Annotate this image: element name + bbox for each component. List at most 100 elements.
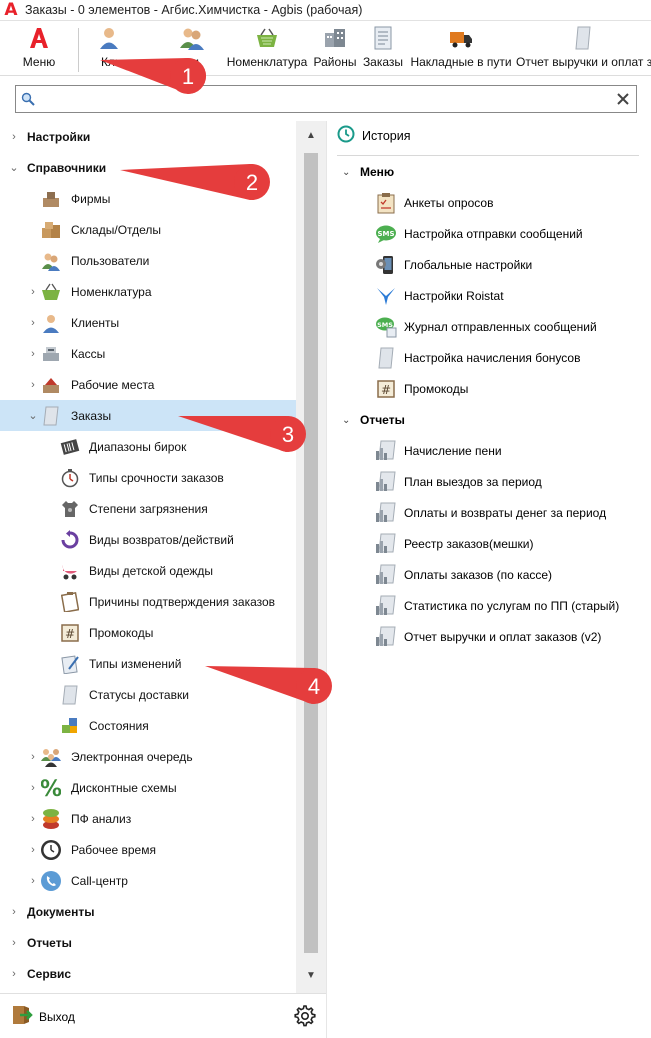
search-input[interactable] bbox=[38, 87, 612, 111]
tree-item-label: Электронная очередь bbox=[71, 749, 193, 764]
user-icon bbox=[40, 312, 62, 334]
tree-item-label: Виды детской одежды bbox=[89, 563, 214, 578]
menu-item-promocodes[interactable]: # Промокоды bbox=[375, 376, 468, 402]
scroll-up-button[interactable]: ▲ bbox=[306, 129, 316, 141]
svg-text:#: # bbox=[381, 383, 391, 397]
reports-section-header[interactable]: ⌄ Отчеты bbox=[342, 413, 405, 427]
tree-item-tag-ranges[interactable]: Диапазоны бирок bbox=[0, 431, 296, 462]
menu-item-label: Настройка начисления бонусов bbox=[404, 351, 581, 365]
tree-item-clients[interactable]: › Клиенты bbox=[0, 307, 296, 338]
toolbar-clients-button[interactable]: Клиенты bbox=[84, 25, 134, 73]
chevron-right-icon: › bbox=[31, 874, 35, 887]
tree-item-change-types[interactable]: Типы изменений bbox=[0, 648, 296, 679]
history-button[interactable]: История bbox=[337, 125, 410, 146]
tree-item-confirmation-reasons[interactable]: Причины подтверждения заказов bbox=[0, 586, 296, 617]
toolbar-orders-button[interactable]: Заказы bbox=[362, 25, 404, 73]
clear-search-button[interactable] bbox=[612, 88, 634, 110]
report-item-penalty[interactable]: Начисление пени bbox=[375, 438, 502, 464]
tree-section-reports[interactable]: › Отчеты bbox=[0, 927, 296, 958]
toolbar-users-button[interactable]: Пользователи bbox=[165, 25, 219, 73]
report-icon bbox=[375, 471, 397, 493]
tree-item-warehouses[interactable]: Склады/Отделы bbox=[0, 214, 296, 245]
report-item-label: Начисление пени bbox=[404, 444, 502, 458]
menu-item-global-settings[interactable]: Глобальные настройки bbox=[375, 252, 532, 278]
chevron-right-icon: › bbox=[31, 843, 35, 856]
tree-item-label: Рабочее время bbox=[71, 842, 156, 857]
boxes-icon bbox=[40, 219, 62, 241]
cash-register-icon bbox=[40, 343, 62, 365]
menu-item-message-settings[interactable]: SMS Настройка отправки сообщений bbox=[375, 221, 583, 247]
scroll-down-button[interactable]: ▼ bbox=[306, 969, 316, 981]
tree-item-label: ПФ анализ bbox=[71, 811, 132, 826]
users-icon bbox=[179, 25, 205, 51]
menu-item-roistat-settings[interactable]: Настройки Roistat bbox=[375, 283, 504, 309]
tree-item-cashboxes[interactable]: › Кассы bbox=[0, 338, 296, 369]
menu-section-header[interactable]: ⌄ Меню bbox=[342, 165, 394, 179]
tree-item-return-types[interactable]: Виды возвратов/действий bbox=[0, 524, 296, 555]
menu-item-label: Журнал отправленных сообщений bbox=[404, 320, 597, 334]
tree-item-promocodes[interactable]: # Промокоды bbox=[0, 617, 296, 648]
exit-button[interactable]: Выход bbox=[11, 1004, 75, 1029]
scrollbar-thumb[interactable] bbox=[304, 153, 318, 953]
toolbar: Меню Клиенты Пользователи Номенклатура Р… bbox=[0, 22, 651, 76]
tree-section-directories[interactable]: ⌄ Справочники bbox=[0, 152, 296, 183]
tree-item-urgency-types[interactable]: Типы срочности заказов bbox=[0, 462, 296, 493]
tree-item-discount-schemes[interactable]: › % Дисконтные схемы bbox=[0, 772, 296, 803]
toolbar-button-label: Клиенты bbox=[101, 55, 117, 69]
report-item-orders-registry[interactable]: Реестр заказов(мешки) bbox=[375, 531, 533, 557]
tree-item-users[interactable]: Пользователи bbox=[0, 245, 296, 276]
tree-item-firms[interactable]: Фирмы bbox=[0, 183, 296, 214]
report-item-payments-refunds[interactable]: Оплаты и возвраты денег за период bbox=[375, 500, 606, 526]
toolbar-revenue-report-button[interactable]: Отчет выручки и оплат заказов bbox=[516, 25, 651, 73]
section-label: Меню bbox=[360, 165, 395, 179]
tree-item-states[interactable]: Состояния bbox=[0, 710, 296, 741]
queue-icon bbox=[40, 746, 62, 768]
settings-button[interactable] bbox=[294, 1005, 316, 1027]
tree-scrollbar[interactable]: ▲ ▼ bbox=[296, 121, 326, 993]
report-item-revenue-v2[interactable]: Отчет выручки и оплат заказов (v2) bbox=[375, 624, 601, 650]
tree-item-call-center[interactable]: › Call-центр bbox=[0, 865, 296, 896]
report-icon bbox=[375, 626, 397, 648]
tree-item-label: Call-центр bbox=[71, 873, 128, 888]
tree-item-dirt-levels[interactable]: Степени загрязнения bbox=[0, 493, 296, 524]
toolbar-button-label: Накладные в пути bbox=[410, 55, 512, 69]
chevron-right-icon: › bbox=[31, 781, 35, 794]
tree-item-orders[interactable]: ⌄ Заказы bbox=[0, 400, 296, 431]
tree-section-settings[interactable]: › Настройки bbox=[0, 121, 296, 152]
tree-item-kids-clothing[interactable]: Виды детской одежды bbox=[0, 555, 296, 586]
menu-item-sent-messages-log[interactable]: SMS Журнал отправленных сообщений bbox=[375, 314, 597, 340]
tree-item-workplaces[interactable]: › Рабочие места bbox=[0, 369, 296, 400]
tree-section-documents[interactable]: › Документы bbox=[0, 896, 296, 927]
tree-item-nomenclature[interactable]: › Номенклатура bbox=[0, 276, 296, 307]
tree-item-label: Фирмы bbox=[71, 191, 111, 206]
menu-button-label: Меню bbox=[22, 55, 56, 69]
report-item-order-payments[interactable]: Оплаты заказов (по кассе) bbox=[375, 562, 552, 588]
tree-item-electronic-queue[interactable]: › Электронная очередь bbox=[0, 741, 296, 772]
tree-item-label: Кассы bbox=[71, 346, 106, 361]
tree-item-label: Типы срочности заказов bbox=[89, 470, 224, 485]
tree-item-pf-analysis[interactable]: › ПФ анализ bbox=[0, 803, 296, 834]
chevron-right-icon: › bbox=[12, 936, 16, 949]
toolbar-nomenclature-button[interactable]: Номенклатура bbox=[226, 25, 308, 73]
tree-item-working-time[interactable]: › Рабочее время bbox=[0, 834, 296, 865]
report-item-service-stats[interactable]: Статистика по услугам по ПП (старый) bbox=[375, 593, 619, 619]
menu-item-bonus-settings[interactable]: Настройка начисления бонусов bbox=[375, 345, 580, 371]
chevron-right-icon: › bbox=[12, 967, 16, 980]
menu-button[interactable]: Меню bbox=[18, 25, 60, 73]
tree-item-delivery-statuses[interactable]: Статусы доставки bbox=[0, 679, 296, 710]
basket-icon bbox=[40, 281, 62, 303]
menu-item-label: Настройка отправки сообщений bbox=[404, 227, 583, 241]
tree-section-service[interactable]: › Сервис bbox=[0, 958, 296, 989]
search-box bbox=[15, 85, 637, 113]
report-icon bbox=[375, 564, 397, 586]
tree-item-label: Промокоды bbox=[89, 625, 154, 640]
phone-icon bbox=[40, 870, 62, 892]
toolbar-districts-button[interactable]: Районы bbox=[312, 25, 358, 73]
menu-item-surveys[interactable]: Анкеты опросов bbox=[375, 190, 493, 216]
exit-label: Выход bbox=[39, 1009, 75, 1024]
report-item-trip-plan[interactable]: План выездов за период bbox=[375, 469, 542, 495]
report-item-label: Оплаты заказов (по кассе) bbox=[404, 568, 553, 582]
toolbar-separator bbox=[78, 28, 79, 72]
svg-text:%: % bbox=[41, 777, 61, 799]
toolbar-waybills-button[interactable]: Накладные в пути bbox=[409, 25, 513, 73]
